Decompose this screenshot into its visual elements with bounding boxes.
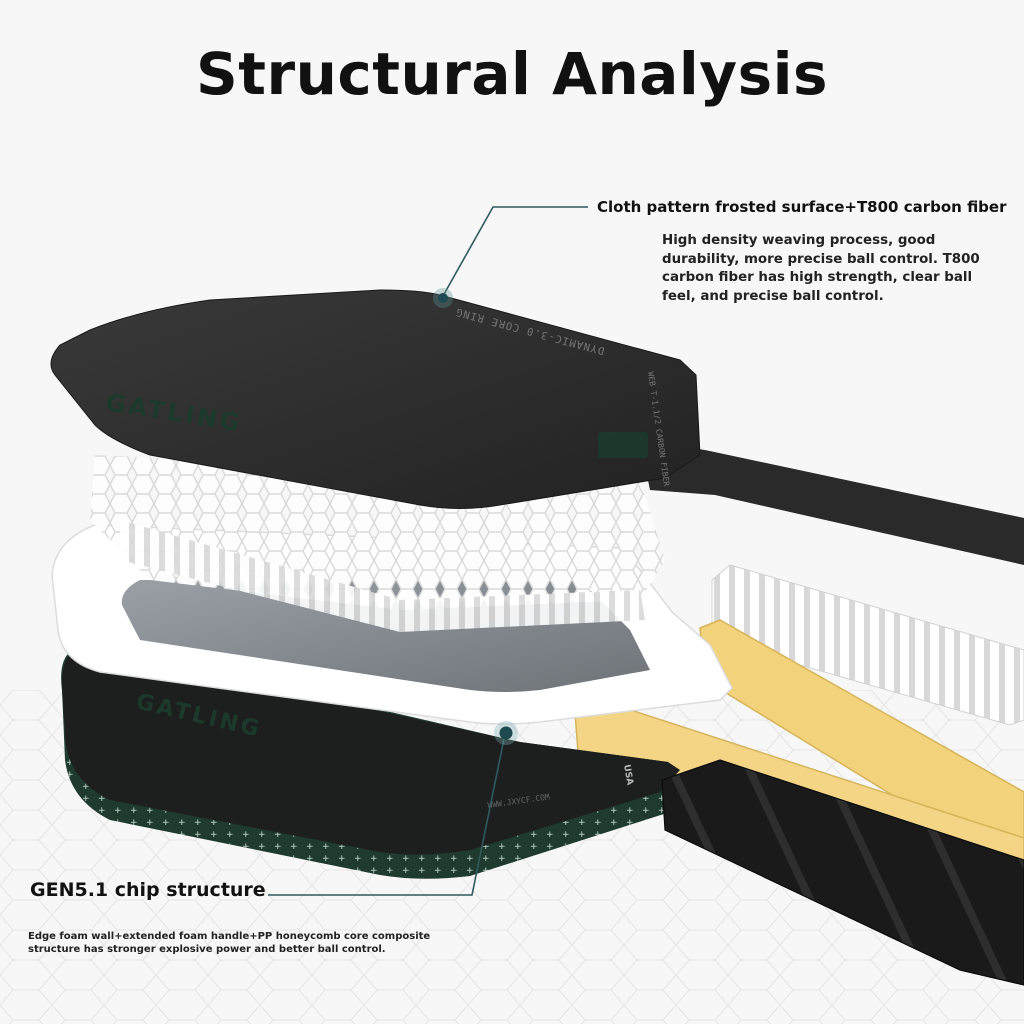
bottom-annotation-body: Edge foam wall+extended foam handle+PP h… xyxy=(28,930,448,956)
page-title: Structural Analysis xyxy=(0,40,1024,108)
top-annotation-body: High density weaving process, good durab… xyxy=(662,232,992,306)
bottom-annotation-heading: GEN5.1 chip structure xyxy=(30,879,266,901)
top-callout-line xyxy=(443,207,588,296)
top-face-handle xyxy=(640,440,1024,565)
top-annotation-heading: Cloth pattern frosted surface+T800 carbo… xyxy=(597,198,1007,216)
top-callout-dot xyxy=(438,293,448,303)
bottom-callout-dot xyxy=(500,727,513,740)
top-face-certification-mark xyxy=(598,432,648,458)
